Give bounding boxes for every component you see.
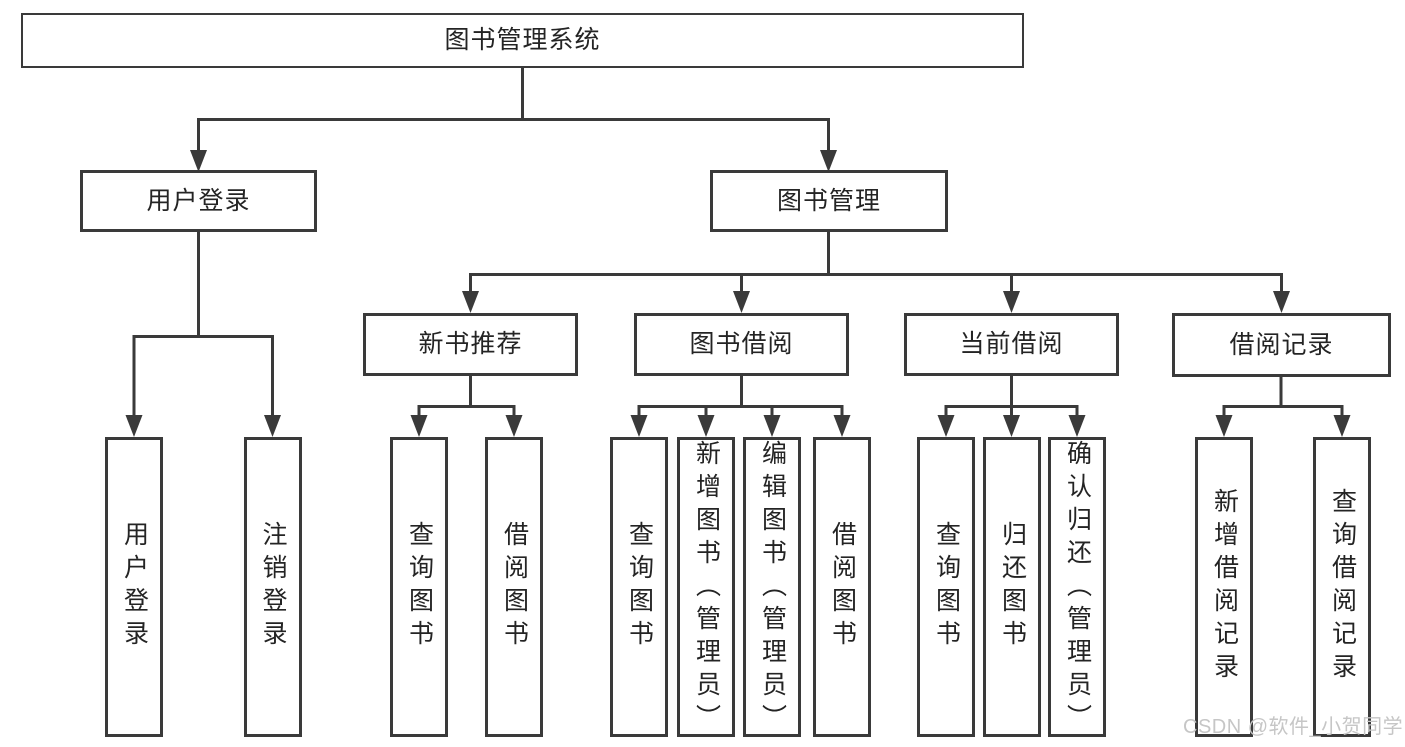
node-book-borrowing: 图书借阅 <box>634 313 849 376</box>
leaf-user-login-label: 用户登录 <box>120 521 149 653</box>
leaf-query-books-current: 查询图书 <box>917 437 975 737</box>
leaf-return-books: 归还图书 <box>983 437 1041 737</box>
leaf-logout: 注销登录 <box>243 437 302 737</box>
leaf-query-books-borrowing: 查询图书 <box>610 437 668 737</box>
leaf-add-books-admin-label: 新增图书（管理员） <box>692 440 721 737</box>
leaf-query-borrow-record-label: 查询借阅记录 <box>1328 488 1357 686</box>
leaf-borrow-books-borrowing: 借阅图书 <box>813 437 871 737</box>
node-borrowing-records: 借阅记录 <box>1172 313 1391 377</box>
node-current-borrowing-label: 当前借阅 <box>959 330 1064 358</box>
leaf-logout-label: 注销登录 <box>259 521 287 653</box>
leaf-query-books-recommend: 查询图书 <box>390 437 448 737</box>
leaf-confirm-return-admin-label: 确认归还（管理员） <box>1063 440 1092 737</box>
leaf-confirm-return-admin: 确认归还（管理员） <box>1048 437 1106 737</box>
csdn-watermark: CSDN @软件_小贺同学 <box>1183 716 1404 738</box>
leaf-query-books-recommend-label: 查询图书 <box>405 521 434 653</box>
node-borrowing-records-label: 借阅记录 <box>1229 330 1334 359</box>
leaf-edit-books-admin: 编辑图书（管理员） <box>743 437 801 737</box>
node-book-management-label: 图书管理 <box>776 186 881 215</box>
arrowheads <box>125 150 1351 437</box>
node-current-borrowing: 当前借阅 <box>904 313 1119 376</box>
node-library-system: 图书管理系统 <box>21 13 1024 68</box>
node-new-book-recommend-label: 新书推荐 <box>418 330 523 358</box>
node-book-borrowing-label: 图书借阅 <box>689 330 794 358</box>
leaf-borrow-books-borrowing-label: 借阅图书 <box>828 521 857 653</box>
node-book-management: 图书管理 <box>710 170 948 232</box>
leaf-query-books-borrowing-label: 查询图书 <box>625 521 654 653</box>
leaf-add-books-admin: 新增图书（管理员） <box>677 437 735 737</box>
leaf-return-books-label: 归还图书 <box>998 521 1027 653</box>
leaf-add-borrow-record-label: 新增借阅记录 <box>1210 488 1239 686</box>
node-user-login: 用户登录 <box>80 170 317 232</box>
leaf-borrow-books-recommend-label: 借阅图书 <box>500 521 529 653</box>
leaf-query-borrow-record: 查询借阅记录 <box>1313 437 1371 737</box>
node-new-book-recommend: 新书推荐 <box>363 313 578 376</box>
node-user-login-label: 用户登录 <box>146 186 251 215</box>
node-library-system-label: 图书管理系统 <box>444 26 601 54</box>
leaf-borrow-books-recommend: 借阅图书 <box>485 437 543 737</box>
leaf-edit-books-admin-label: 编辑图书（管理员） <box>758 440 787 737</box>
leaf-user-login: 用户登录 <box>105 437 163 737</box>
leaf-query-books-current-label: 查询图书 <box>932 521 961 653</box>
leaf-add-borrow-record: 新增借阅记录 <box>1195 437 1253 737</box>
